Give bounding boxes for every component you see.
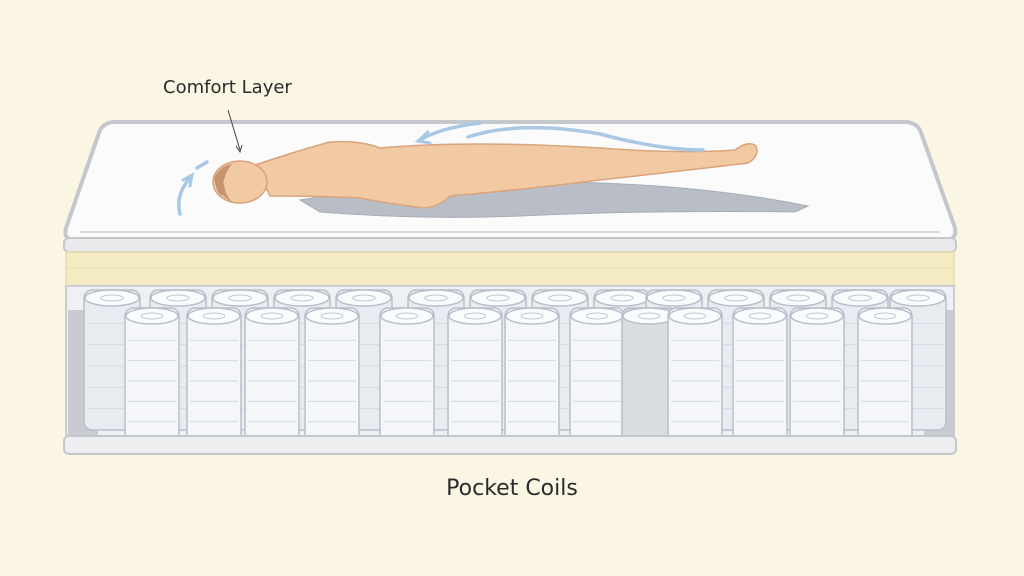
pocket-coil (732, 307, 788, 443)
mattress-edge-band (63, 237, 957, 253)
pocket-coil (667, 307, 723, 443)
pocket-coil (244, 307, 300, 443)
pocket-coil (857, 307, 913, 443)
comfort-foam-layer (65, 251, 955, 287)
pocket-coil (447, 307, 503, 443)
pocket-coil (304, 307, 360, 443)
person-figure (212, 140, 758, 209)
pocket-coil (569, 307, 625, 443)
comfort-layer-pointer (227, 109, 241, 151)
pocket-coils-label: Pocket Coils (446, 476, 578, 501)
comfort-layer-label: Comfort Layer (163, 77, 292, 98)
bottom-rail (63, 435, 957, 455)
pocket-coil (504, 307, 560, 443)
airflow-arrows (177, 121, 705, 216)
pocket-coil (379, 307, 435, 443)
pocket-coil (621, 307, 677, 443)
pocket-coil (124, 307, 180, 443)
pocket-coil (789, 307, 845, 443)
pocket-coil (186, 307, 242, 443)
